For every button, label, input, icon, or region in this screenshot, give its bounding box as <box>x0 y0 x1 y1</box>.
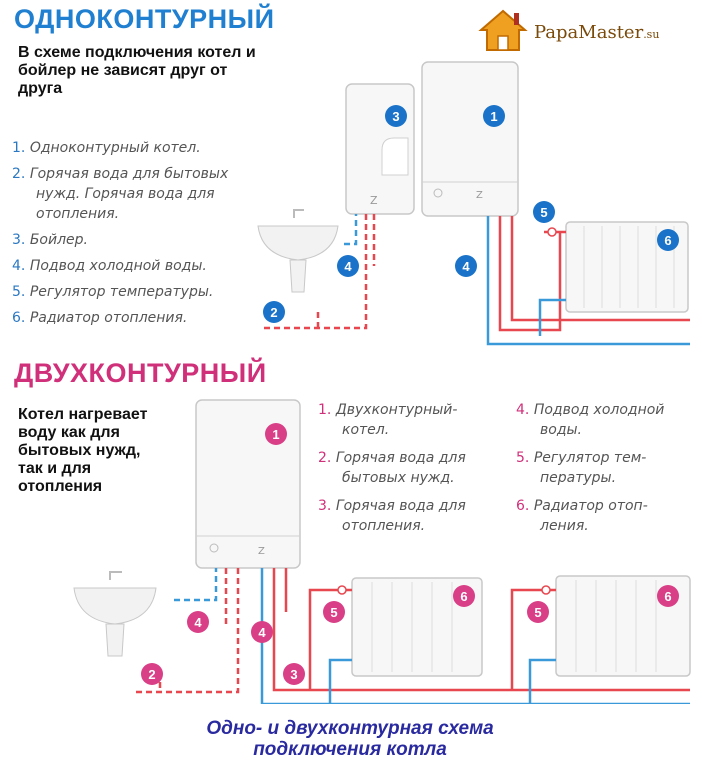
radiator <box>351 577 483 677</box>
legend-item: 4. Подвод холодной <box>516 402 665 418</box>
marker-label: 6 <box>460 589 467 604</box>
house-icon <box>478 9 528 51</box>
caption: Одно- и двухконтурная схема подключения … <box>100 718 600 760</box>
section2-legend-left: 1. Двухконтурный- котел. 2. Горячая вода… <box>318 400 508 536</box>
marker-label: 6 <box>664 233 671 248</box>
marker-label: 1 <box>272 427 279 442</box>
legend-item: 3. Бойлер. <box>12 232 88 248</box>
legend-item: отопления. <box>36 206 120 222</box>
section1-diagram: Z Z 3 1 5 6 4 <box>257 61 690 346</box>
marker-label: 4 <box>194 615 202 630</box>
logo[interactable]: PapaMaster.su <box>478 8 698 54</box>
legend-item: бытовых нужд. <box>342 470 455 486</box>
legend-item: 5. Регулятор температуры. <box>12 284 214 300</box>
desc-line: Котел нагревает <box>18 406 148 423</box>
desc-line: отопления <box>18 478 103 495</box>
marker-label: 3 <box>392 109 399 124</box>
section2-description: Котел нагревает воду как для бытовых нуж… <box>18 406 188 496</box>
desc-line: друга <box>18 80 63 97</box>
boiler-tank: Z <box>345 83 415 215</box>
desc-line: бойлер не зависят друг от <box>18 62 228 79</box>
logo-brand: PapaMaster <box>534 22 644 43</box>
caption-line: Одно- и двухконтурная схема <box>206 718 494 739</box>
radiator <box>565 221 689 313</box>
caption-line: подключения котла <box>253 739 447 760</box>
legend-item: 2. Горячая вода для <box>318 450 466 466</box>
legend-item: 1. Одноконтурный котел. <box>12 140 201 156</box>
legend-item: ления. <box>540 518 589 534</box>
legend-item: воды. <box>540 422 582 438</box>
desc-line: В схеме подключения котел и <box>18 44 256 61</box>
marker-label: 1 <box>490 109 497 124</box>
section1-legend: 1. Одноконтурный котел. 2. Горячая вода … <box>12 138 272 328</box>
svg-text:Z: Z <box>476 190 483 201</box>
section1-description: В схеме подключения котел и бойлер не за… <box>18 44 338 98</box>
marker-label: 5 <box>534 605 541 620</box>
legend-item: отопления. <box>342 518 426 534</box>
section2-title: ДВУХКОНТУРНЫЙ <box>14 358 267 388</box>
legend-item: 6. Радиатор отопления. <box>12 310 188 326</box>
marker-label: 4 <box>344 259 352 274</box>
desc-line: воду как для <box>18 424 120 441</box>
desc-line: бытовых нужд, <box>18 442 141 459</box>
marker-label: 2 <box>270 305 277 320</box>
marker-label: 3 <box>290 667 297 682</box>
double-circuit-boiler: Z <box>195 399 301 569</box>
logo-suffix: .su <box>643 28 660 41</box>
legend-item: 6. Радиатор отоп- <box>516 498 648 514</box>
legend-item: 4. Подвод холодной воды. <box>12 258 207 274</box>
svg-text:Z: Z <box>258 546 265 557</box>
section2-diagram: Z 1 6 <box>73 399 691 704</box>
radiator <box>555 575 691 677</box>
section2-legend-right: 4. Подвод холодной воды. 5. Регулятор те… <box>516 400 696 536</box>
marker-label: 5 <box>330 605 337 620</box>
marker-label: 4 <box>462 259 470 274</box>
marker-label: 2 <box>148 667 155 682</box>
markers: 3 1 5 6 4 4 2 <box>263 105 679 323</box>
pipes <box>132 568 690 704</box>
marker-label: 6 <box>664 589 671 604</box>
marker-label: 5 <box>540 205 547 220</box>
legend-item: котел. <box>342 422 390 438</box>
svg-text:Z: Z <box>370 194 378 207</box>
legend-item: 2. Горячая вода для бытовых <box>12 166 229 182</box>
section1-title: ОДНОКОНТУРНЫЙ <box>14 4 275 34</box>
legend-item: 1. Двухконтурный- <box>318 402 458 418</box>
marker-label: 4 <box>258 625 266 640</box>
pipes <box>260 214 690 346</box>
sink <box>257 209 339 293</box>
legend-item: нужд. Горячая вода для <box>36 186 215 202</box>
markers: 1 6 6 5 5 4 4 2 3 <box>141 423 679 685</box>
legend-item: пературы. <box>540 470 617 486</box>
legend-item: 5. Регулятор тем- <box>516 450 647 466</box>
single-circuit-boiler: Z <box>421 61 519 217</box>
sink <box>73 571 157 657</box>
legend-item: 3. Горячая вода для <box>318 498 466 514</box>
desc-line: так и для <box>18 460 92 477</box>
